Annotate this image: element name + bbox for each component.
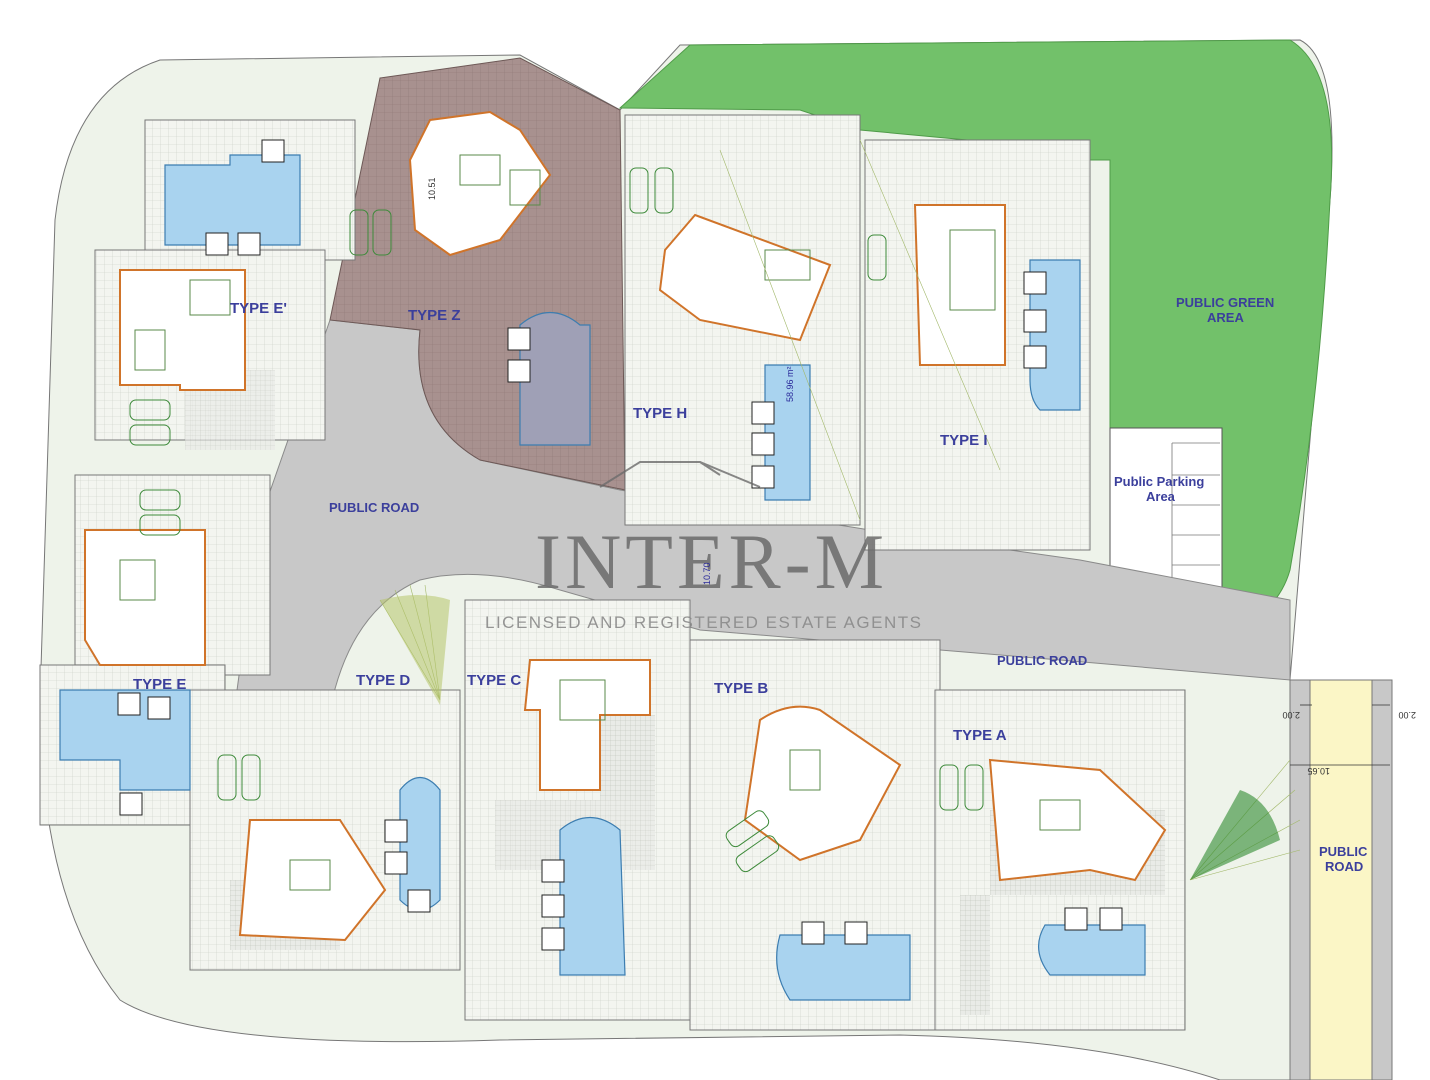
label-type-d: TYPE D bbox=[356, 672, 410, 689]
house-type-z bbox=[408, 110, 552, 257]
houses bbox=[84, 110, 1167, 942]
dim-sidewalk-left: 2.00 bbox=[1282, 710, 1300, 720]
side-public-road bbox=[1289, 679, 1311, 1080]
sun-umbrellas bbox=[117, 139, 1123, 951]
dim-pool-area: 58.96 m² bbox=[785, 366, 795, 402]
green-fan-type-a bbox=[1190, 790, 1280, 880]
label-public-road-3-line2: ROAD bbox=[1325, 859, 1363, 874]
label-public-parking-line2: Area bbox=[1146, 489, 1176, 504]
watermark-logo bbox=[599, 461, 761, 488]
side-road-edge bbox=[1371, 679, 1393, 1080]
dimension-marks bbox=[1290, 704, 1390, 766]
label-type-h: TYPE H bbox=[633, 405, 687, 422]
pool-type-e-prime bbox=[164, 154, 301, 246]
house-type-a bbox=[988, 758, 1167, 882]
watermark-title: INTER-M bbox=[535, 518, 888, 605]
label-type-b: TYPE B bbox=[714, 680, 768, 697]
house-type-b bbox=[743, 705, 902, 862]
house-type-c bbox=[523, 659, 651, 791]
dim-sidewalk-right: 2.00 bbox=[1398, 710, 1416, 720]
pools bbox=[59, 154, 1146, 1001]
house-type-i bbox=[913, 204, 1006, 366]
watermark-subtitle: LICENSED AND REGISTERED ESTATE AGENTS bbox=[485, 613, 922, 632]
green-fan-type-d bbox=[380, 595, 450, 705]
label-public-parking-line1: Public Parking bbox=[1114, 474, 1204, 489]
label-type-i: TYPE I bbox=[940, 432, 988, 449]
pool-type-i bbox=[1029, 259, 1081, 411]
pool-type-c bbox=[559, 817, 626, 976]
house-type-e-prime bbox=[119, 269, 246, 391]
parking-bays bbox=[1171, 442, 1220, 600]
pool-type-a bbox=[1038, 924, 1146, 976]
label-public-road-1: PUBLIC ROAD bbox=[329, 500, 419, 515]
sidewalk-strip bbox=[1309, 679, 1373, 1080]
label-public-road-3-line1: PUBLIC bbox=[1319, 844, 1368, 859]
label-public-road-2: PUBLIC ROAD bbox=[997, 653, 1087, 668]
dim-z: 10.51 bbox=[427, 177, 437, 200]
parking-cars bbox=[129, 167, 984, 873]
dim-road-width: 10.70 bbox=[702, 562, 712, 585]
house-type-d bbox=[238, 819, 387, 942]
label-type-z: TYPE Z bbox=[408, 307, 461, 324]
dim-side-road: 10.65 bbox=[1307, 766, 1330, 776]
label-public-green-line2: AREA bbox=[1207, 310, 1244, 325]
house-type-h bbox=[658, 213, 832, 342]
pool-type-z bbox=[519, 312, 591, 446]
label-public-green-line1: PUBLIC GREEN bbox=[1176, 295, 1274, 310]
interior-lines bbox=[119, 154, 1081, 891]
label-type-e: TYPE E bbox=[133, 676, 186, 693]
label-type-a: TYPE A bbox=[953, 727, 1007, 744]
label-type-c: TYPE C bbox=[467, 672, 521, 689]
house-type-e bbox=[84, 529, 206, 666]
pool-type-b bbox=[776, 934, 911, 1001]
label-type-e-prime: TYPE E' bbox=[230, 300, 287, 317]
